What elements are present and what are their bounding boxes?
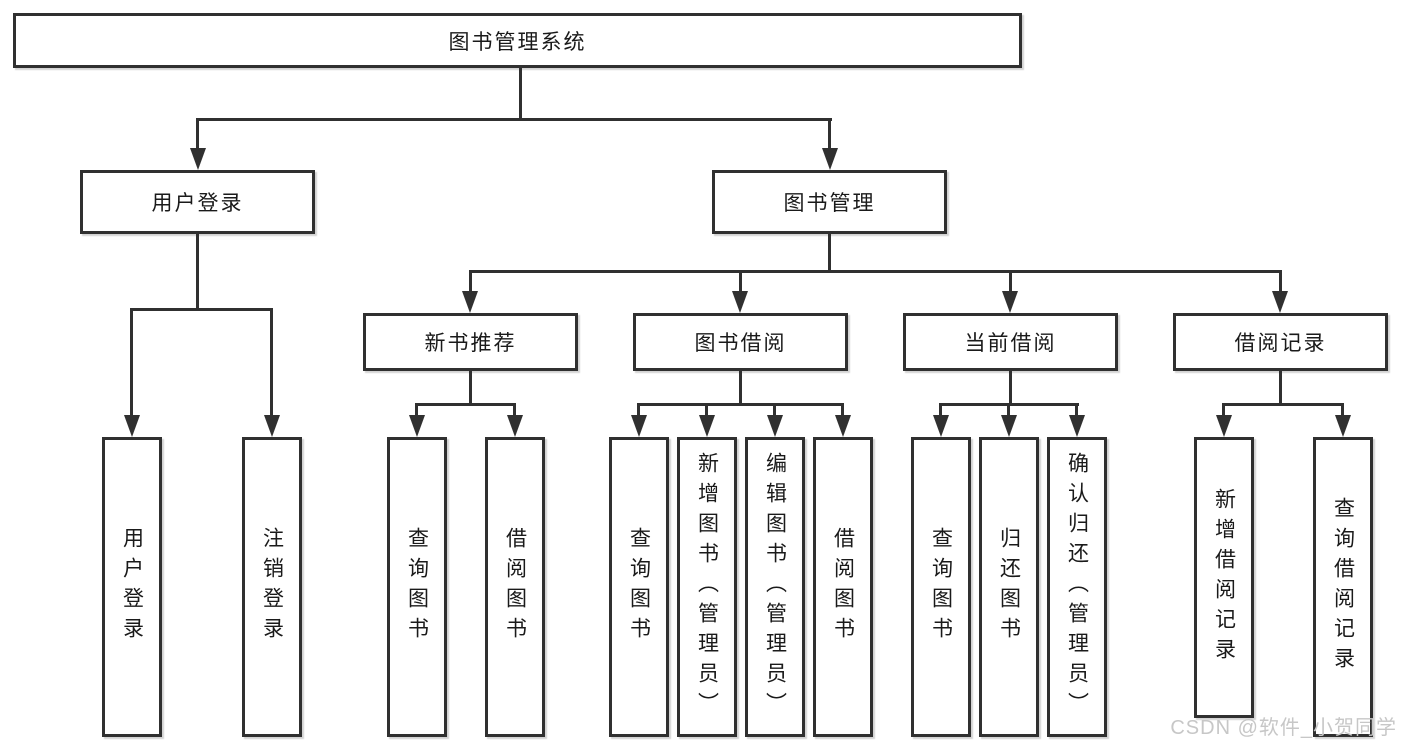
connector-drop bbox=[739, 270, 742, 291]
leaf-edit-books-admin: 编辑图书（管理员） bbox=[745, 437, 805, 737]
arrow-down-icon bbox=[822, 148, 838, 170]
arrow-down-icon bbox=[1272, 291, 1288, 313]
node-new-book-recommend: 新书推荐 bbox=[363, 313, 578, 371]
arrow-down-icon bbox=[264, 415, 280, 437]
connector-group-rail bbox=[1222, 403, 1344, 406]
leaf-return-books: 归还图书 bbox=[979, 437, 1039, 737]
connector-userlogin-stem bbox=[196, 234, 199, 308]
connector-drop bbox=[841, 403, 844, 415]
arrow-down-icon bbox=[1001, 415, 1017, 437]
node-book-borrow: 图书借阅 bbox=[633, 313, 848, 371]
leaf-user-login: 用户登录 bbox=[102, 437, 162, 737]
connector-group-stem bbox=[469, 371, 472, 403]
connector-drop bbox=[1075, 403, 1078, 415]
connector-group-rail bbox=[415, 403, 516, 406]
arrow-down-icon bbox=[190, 148, 206, 170]
connector-drop bbox=[1279, 270, 1282, 291]
arrow-down-icon bbox=[1216, 415, 1232, 437]
arrow-down-icon bbox=[124, 415, 140, 437]
connector-drop bbox=[513, 403, 516, 415]
leaf-query-books: 查询图书 bbox=[387, 437, 447, 737]
leaf-query-books: 查询图书 bbox=[911, 437, 971, 737]
leaf-query-books: 查询图书 bbox=[609, 437, 669, 737]
connector-drop bbox=[1341, 403, 1344, 415]
leaf-add-borrow-record: 新增借阅记录 bbox=[1194, 437, 1254, 718]
arrow-down-icon bbox=[732, 291, 748, 313]
connector-drop bbox=[1222, 403, 1225, 415]
leaf-add-books-admin: 新增图书（管理员） bbox=[677, 437, 737, 737]
node-book-management: 图书管理 bbox=[712, 170, 947, 234]
connector-root-stem bbox=[519, 68, 522, 118]
node-user-login: 用户登录 bbox=[80, 170, 315, 234]
connector-drop bbox=[773, 403, 776, 415]
leaf-confirm-return-admin: 确认归还（管理员） bbox=[1047, 437, 1107, 737]
arrow-down-icon bbox=[767, 415, 783, 437]
arrow-down-icon bbox=[699, 415, 715, 437]
arrow-down-icon bbox=[462, 291, 478, 313]
node-borrow-records: 借阅记录 bbox=[1173, 313, 1388, 371]
connector-drop bbox=[705, 403, 708, 415]
connector-group-rail bbox=[637, 403, 844, 406]
connector-drop bbox=[270, 308, 273, 415]
arrow-down-icon bbox=[1069, 415, 1085, 437]
connector-drop bbox=[637, 403, 640, 415]
connector-drop bbox=[828, 118, 831, 148]
arrow-down-icon bbox=[409, 415, 425, 437]
leaf-logout: 注销登录 bbox=[242, 437, 302, 737]
arrow-down-icon bbox=[507, 415, 523, 437]
connector-group-stem bbox=[1279, 371, 1282, 403]
connector-group-stem bbox=[1009, 371, 1012, 403]
connector-drop bbox=[415, 403, 418, 415]
arrow-down-icon bbox=[835, 415, 851, 437]
leaf-borrow-books: 借阅图书 bbox=[813, 437, 873, 737]
connector-bookmgmt-rail bbox=[469, 270, 1282, 273]
connector-group-stem bbox=[739, 371, 742, 403]
connector-drop bbox=[1007, 403, 1010, 415]
connector-drop bbox=[130, 308, 133, 415]
connector-userlogin-rail bbox=[130, 308, 273, 311]
node-current-borrow: 当前借阅 bbox=[903, 313, 1118, 371]
node-root-system: 图书管理系统 bbox=[13, 13, 1022, 68]
connector-drop bbox=[469, 270, 472, 291]
watermark: CSDN @软件_小贺同学 bbox=[1170, 717, 1397, 739]
leaf-query-borrow-record: 查询借阅记录 bbox=[1313, 437, 1373, 737]
leaf-borrow-books: 借阅图书 bbox=[485, 437, 545, 737]
connector-drop bbox=[1009, 270, 1012, 291]
arrow-down-icon bbox=[1335, 415, 1351, 437]
arrow-down-icon bbox=[933, 415, 949, 437]
connector-drop bbox=[939, 403, 942, 415]
connector-root-rail bbox=[196, 118, 832, 121]
arrow-down-icon bbox=[1002, 291, 1018, 313]
connector-bookmgmt-stem bbox=[828, 234, 831, 270]
arrow-down-icon bbox=[631, 415, 647, 437]
connector-drop bbox=[196, 118, 199, 148]
